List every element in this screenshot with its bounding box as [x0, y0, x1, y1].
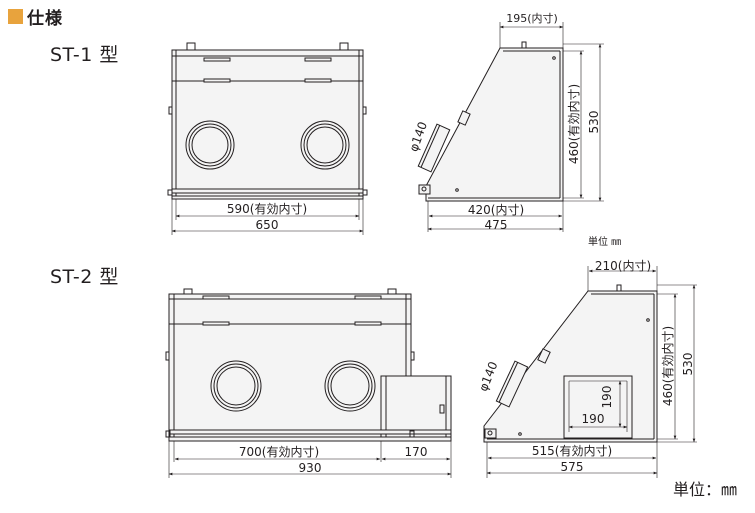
st2-front-outer-dim: 930 — [299, 461, 322, 475]
st1-glove-port-left — [185, 120, 235, 170]
st1-front-inner-dim: 590(有効内寸) — [227, 201, 307, 216]
st2-front-extension-dim: 170 — [405, 445, 428, 459]
st2-front-view — [165, 288, 452, 478]
st1-side-body — [425, 47, 564, 202]
st1-front-view — [167, 42, 368, 235]
st2-side-inner-height-dim: 460(有効内寸) — [660, 326, 675, 406]
st2-port-tube — [495, 360, 529, 408]
st2-side-bottom-outer-dim: 575 — [561, 460, 584, 474]
st2-window-h-dim: 190 — [600, 386, 614, 409]
section-header: 仕様 — [8, 4, 63, 29]
st2-front-body — [168, 293, 412, 442]
st2-side-top-dim: 210(内寸) — [595, 259, 651, 273]
st2-side-bottom-inner-dim: 515(有効内寸) — [532, 443, 612, 458]
st2-side-body — [483, 290, 658, 443]
st1-handle — [203, 57, 231, 62]
st1-side-bottom-outer-dim: 475 — [485, 218, 508, 232]
st1-glove-port-right — [300, 120, 350, 170]
model-label-st2: ST-2 型 — [50, 266, 119, 288]
section-title: 仕様 — [27, 9, 63, 29]
st1-side-view — [417, 22, 604, 232]
st2-glove-port-right — [324, 360, 376, 412]
orange-square-icon — [8, 9, 23, 24]
model-label-st1: ST-1 型 — [50, 44, 119, 66]
st1-front-outer-dim: 650 — [256, 218, 279, 232]
st1-side-inner-height-dim: 460(有効内寸) — [566, 84, 581, 164]
st1-side-outer-height-dim: 530 — [587, 111, 601, 134]
st1-side-bottom-inner-dim: 420(内寸) — [468, 203, 524, 217]
unit-label-small: 単位 ㎜ — [588, 237, 622, 248]
st2-side-view — [483, 266, 697, 478]
st2-side-outer-height-dim: 530 — [681, 353, 695, 376]
unit-label-large: 単位：㎜ — [673, 480, 738, 499]
st2-port-dim: φ140 — [476, 360, 501, 394]
st2-glove-port-left — [210, 360, 262, 412]
st1-port-tube — [417, 123, 451, 173]
st2-window-w-dim: 190 — [582, 412, 605, 426]
st1-side-top-dim: 195(内寸) — [506, 11, 558, 25]
st2-window — [563, 375, 633, 439]
st2-front-inner-dim: 700(有効内寸) — [239, 444, 319, 459]
st1-front-body — [171, 49, 364, 200]
